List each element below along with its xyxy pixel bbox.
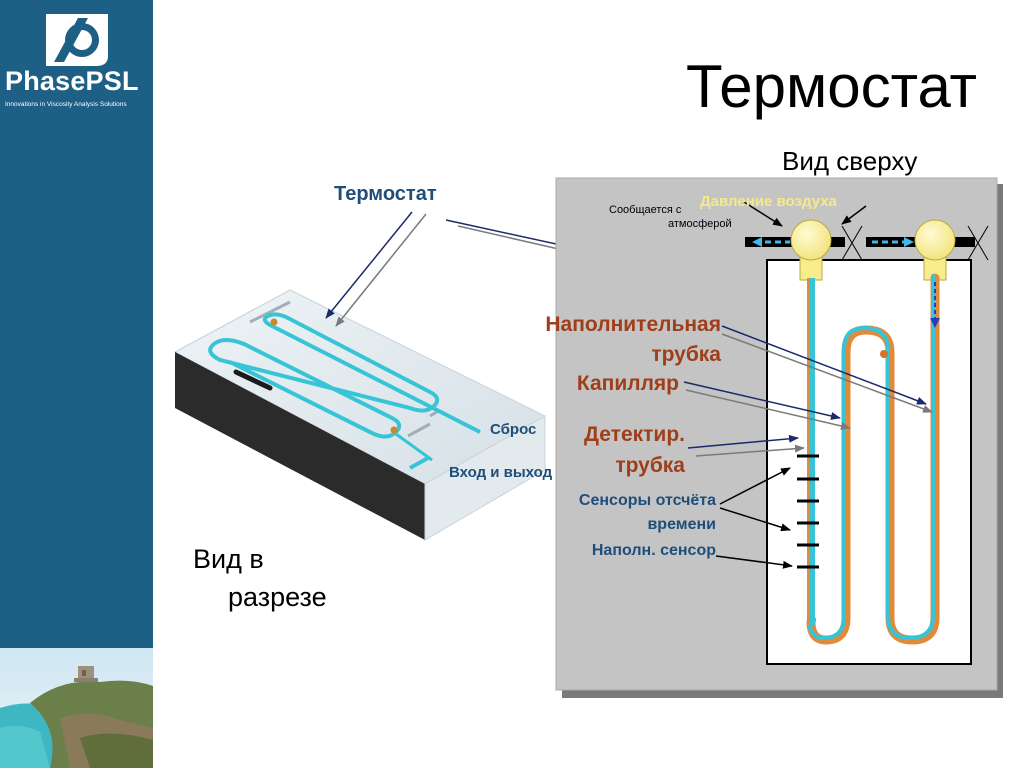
detect-tube-label-line1: Детектир.	[584, 423, 685, 446]
fill-tube-label-line1: Наполнительная	[545, 313, 721, 336]
phasepsl-logo-icon	[46, 14, 108, 66]
brand-name: PhasePSL	[5, 66, 139, 96]
fill-tube-label-line2: трубка	[651, 343, 721, 366]
sidebar: PhasePSL Innovations in Viscosity Analys…	[0, 0, 153, 768]
capillary-label: Капилляр	[576, 372, 679, 395]
thermostat-block-3d	[173, 289, 547, 541]
top-view-panel	[555, 177, 1003, 698]
atmosphere-label-line2: атмосферой	[668, 218, 732, 230]
view-section-label-line1: Вид в	[193, 544, 264, 574]
reset-label: Сброс	[490, 421, 537, 438]
atmosphere-label-line1: Сообщается с	[609, 204, 682, 216]
timing-sensors-label-line2: времени	[647, 516, 716, 533]
inlet-outlet-label: Вход и выход	[449, 464, 553, 481]
detect-tube-label-line2: трубка	[615, 454, 685, 477]
thermostat-label: Термостат	[334, 183, 437, 205]
air-pressure-label: Давление воздуха	[700, 193, 837, 210]
fill-sensor-label: Наполн. сенсор	[591, 542, 716, 559]
timing-sensors-label-line1: Сенсоры отсчёта	[578, 492, 716, 509]
timing-sensor-marks	[797, 454, 819, 569]
coastline-photo	[0, 648, 153, 768]
brand-tagline: Innovations in Viscosity Analysis Soluti…	[5, 101, 127, 108]
view-section-label-line2: разрезе	[228, 582, 327, 612]
slide-title: Термостат	[686, 53, 977, 120]
view-top-label: Вид сверху	[782, 146, 918, 176]
